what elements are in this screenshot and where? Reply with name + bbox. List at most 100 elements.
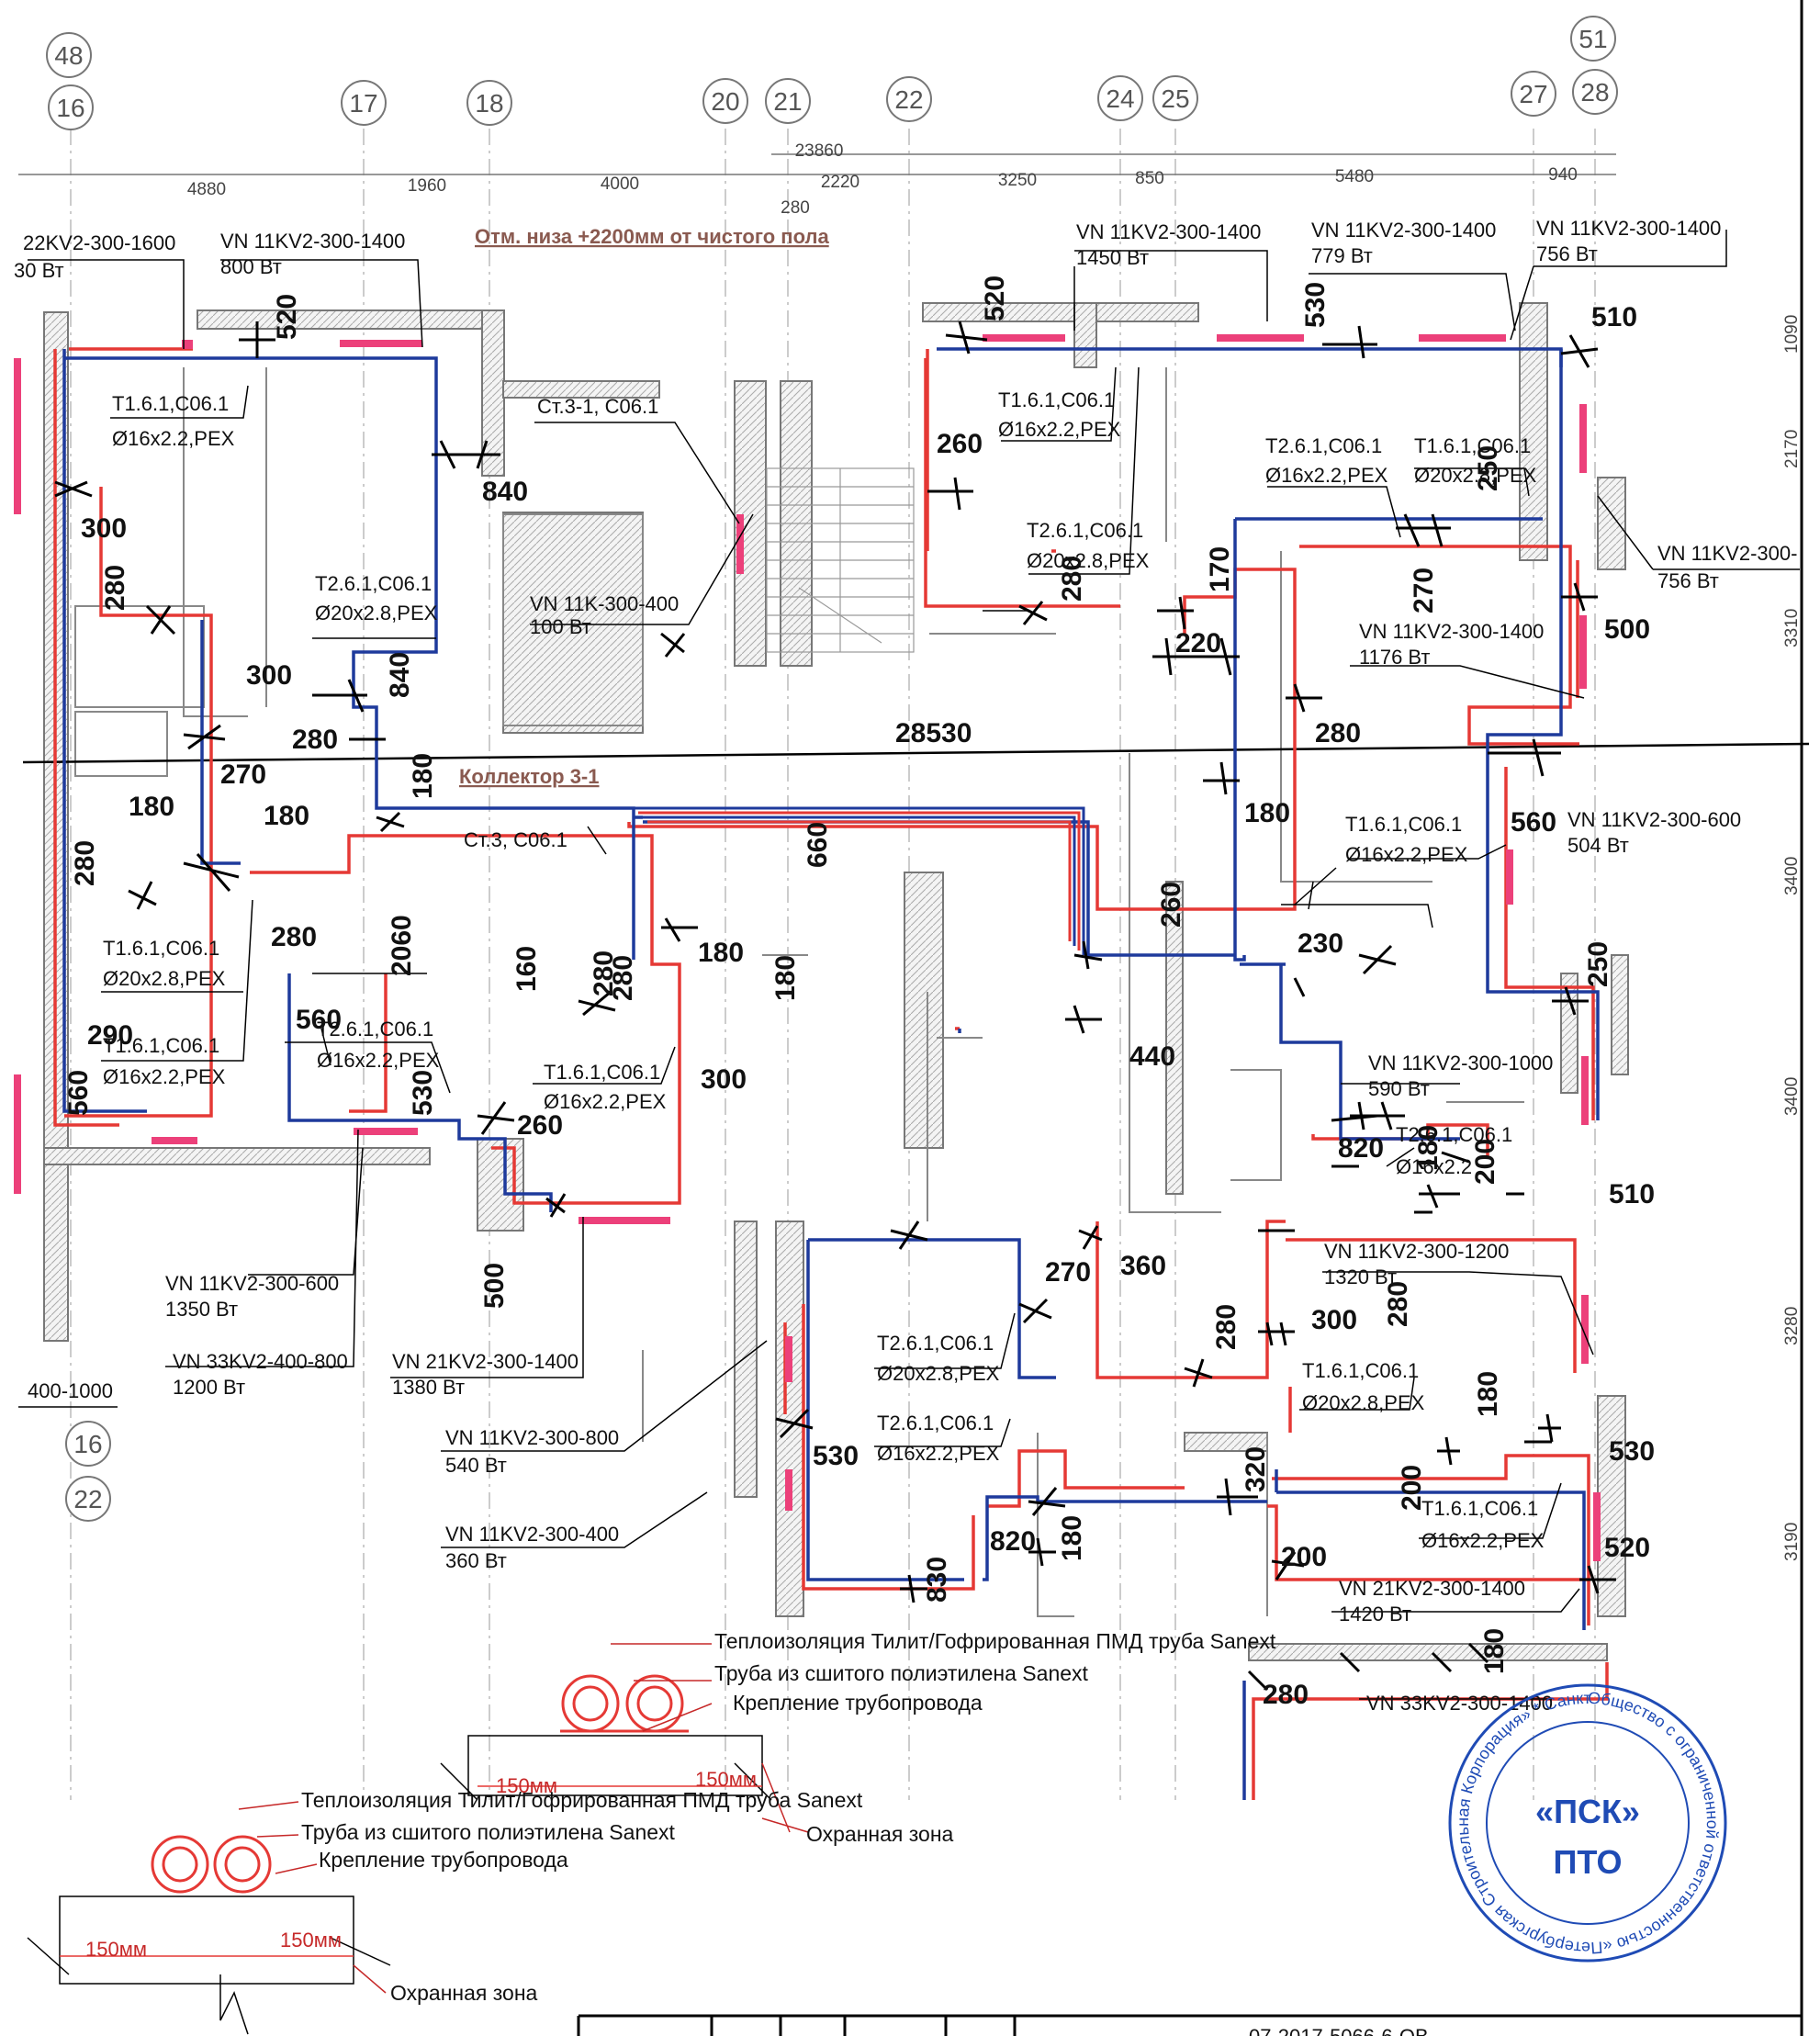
collector-label: Коллектор 3-1	[459, 765, 600, 788]
interior-walls	[74, 367, 1524, 1617]
dim-text: 3400	[1782, 1077, 1802, 1116]
dim-mark: 280	[70, 840, 100, 886]
radiator-model: VN 11KV2-300-	[1657, 542, 1797, 565]
dim-mark: 180	[408, 753, 438, 799]
radiator-power: 1380 Вт	[392, 1376, 465, 1399]
dim-mark: 840	[385, 652, 415, 698]
dim-mark: 180	[1473, 1371, 1503, 1417]
legend-fastening: Крепление трубопровода	[733, 1691, 983, 1715]
dim-text: 4000	[601, 174, 639, 194]
axis-label: 22	[894, 85, 923, 114]
dim-mark: 260	[1156, 882, 1186, 928]
axis-label: 22	[73, 1485, 102, 1513]
axis-label: 20	[711, 87, 739, 116]
radiator-model: VN 11KV2-300-1400	[1359, 620, 1544, 643]
dim-mark: 180	[1244, 798, 1290, 828]
dim-mark: 520	[980, 276, 1010, 321]
right-dimension-text: 1090 2170 3310 3400 3400 3280 3190	[1782, 315, 1802, 1561]
radiator-power: 590 Вт	[1368, 1077, 1430, 1100]
dim-text: 940	[1548, 165, 1578, 185]
dim-mark: 2060	[387, 915, 417, 976]
dim-mark: 280	[589, 951, 619, 996]
axis-label: 17	[349, 89, 377, 118]
dim-mark: 280	[1315, 718, 1361, 748]
top-dimension-text: 4880 1960 4000 2220 3250 850 5480 940 23…	[187, 141, 1578, 218]
pipe-code: T2.6.1,C06.1	[315, 572, 432, 595]
radiator-model: 400-1000	[28, 1379, 113, 1402]
stamp-center-top: «ПСК»	[1535, 1793, 1640, 1830]
legend-insulation: Теплоизоляция Тилит/Гофрированная ПМД тр…	[714, 1629, 1276, 1653]
pipe-size: Ø20x2.8,PEX	[103, 967, 226, 990]
dim-text: 1960	[408, 176, 446, 196]
stamp-center-bottom: ПТО	[1554, 1843, 1623, 1881]
dim-text: 1090	[1782, 315, 1802, 354]
dim-mark: 820	[1338, 1133, 1384, 1164]
dim-mark: 160	[511, 946, 542, 992]
dimension-ticks	[54, 321, 1616, 1692]
pipe-code: T2.6.1,C06.1	[877, 1412, 994, 1434]
pipe-size: Ø16x2.2,PEX	[1345, 843, 1468, 866]
radiator-model: 22KV2-300-1600	[23, 231, 175, 254]
radiator-model: VN 11KV2-300-600	[1567, 808, 1741, 831]
axis-label: 48	[54, 41, 83, 70]
dim-mark: 220	[1175, 628, 1221, 658]
dim-text: 5480	[1335, 167, 1374, 186]
dim-mark: 280	[1263, 1680, 1309, 1710]
dim-text: 3250	[998, 171, 1037, 190]
axis-bubbles-top	[46, 16, 1618, 1522]
dim-mark: 180	[1479, 1628, 1510, 1674]
pipe-size: Ø20x2.8,PEX	[1302, 1391, 1425, 1414]
radiator-power: 360 Вт	[445, 1549, 507, 1572]
legend-zone: Охранная зона	[806, 1822, 954, 1846]
dim-text: 2170	[1782, 430, 1802, 468]
leader-lines	[18, 230, 1800, 1700]
dim-mark: 280	[292, 725, 338, 755]
legend-zone: Охранная зона	[390, 1981, 538, 2005]
pipe-size: Ø16x2.2,PEX	[103, 1065, 226, 1088]
radiator-model: VN 11K-300-400	[530, 592, 679, 615]
radiator-power: 540 Вт	[445, 1454, 507, 1477]
dim-mark: 260	[937, 429, 983, 459]
dim-mark: 530	[813, 1441, 859, 1471]
radiator-model: VN 11KV2-300-1400	[220, 230, 405, 253]
legend-upper	[440, 1674, 772, 1801]
axis-label: 51	[1578, 25, 1607, 53]
dimension-numbers: 520 300 280 840 260 520 530 510 250 170 …	[63, 276, 1655, 1710]
dim-mark: 170	[1205, 546, 1235, 592]
dim-mark: 250	[1473, 445, 1503, 491]
pipe-code: T1.6.1,C06.1	[1345, 813, 1462, 836]
legend-upper-leaders	[611, 1643, 791, 1833]
dim-mark: 300	[81, 513, 127, 544]
pipe-size: Ø16x2.2,PEX	[317, 1049, 440, 1072]
axis-grid	[70, 129, 1596, 1800]
dim-mark: 200	[1281, 1542, 1327, 1572]
radiator-power: 1200 Вт	[173, 1376, 245, 1399]
dim-mark: 300	[246, 660, 292, 691]
pipe-size: Ø16x2.2	[1396, 1155, 1472, 1178]
dim-mark: 180	[770, 955, 801, 1001]
legend-offset: 150мм	[85, 1938, 147, 1961]
radiators	[14, 334, 1601, 1561]
pipe-size: Ø16x2.2,PEX	[1265, 464, 1388, 487]
axis-bubble-labels: 48 16 17 18 20 21 22 24 25 27 28 51 16 2…	[54, 25, 1609, 1513]
dim-mark: 180	[1413, 1125, 1444, 1171]
dim-mark: 300	[701, 1064, 747, 1095]
dim-mark: 520	[272, 294, 302, 340]
dim-mark: 840	[482, 477, 528, 507]
total-length: 28530	[895, 718, 972, 748]
dim-text: 2220	[821, 173, 859, 192]
dim-mark: 360	[1120, 1251, 1166, 1281]
dim-mark: 280	[271, 922, 317, 952]
dim-mark: 280	[100, 565, 130, 611]
dim-mark: 200	[1397, 1465, 1427, 1511]
dim-total: 23860	[795, 141, 844, 161]
dim-mark: 280	[608, 955, 638, 1001]
axis-label: 18	[475, 89, 503, 118]
radiator-power: 779 Вт	[1311, 244, 1373, 267]
pipe-code: Ст.3, C06.1	[464, 828, 567, 851]
radiator-power: 756 Вт	[1657, 569, 1719, 592]
radiator-model: VN 11KV2-300-1000	[1368, 1052, 1553, 1074]
dim-mark: 280	[1383, 1281, 1413, 1327]
dim-mark: 300	[1311, 1305, 1357, 1335]
